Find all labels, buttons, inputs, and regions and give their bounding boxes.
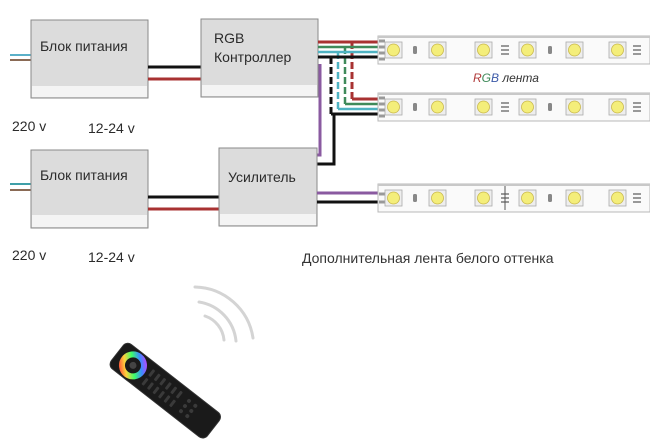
led-light xyxy=(568,43,581,57)
rgb-controller-label-line2: Контроллер xyxy=(214,49,292,65)
white-strip-caption: Дополнительная лента белого оттенка xyxy=(302,250,554,266)
dc-wires-1 xyxy=(148,65,201,81)
strip-pad xyxy=(379,96,385,100)
cut-pad xyxy=(501,110,509,112)
rgb-output-wires xyxy=(318,40,378,116)
power-supply-2-label: Блок питания xyxy=(40,167,128,183)
led-light xyxy=(477,191,490,205)
led-light xyxy=(477,43,490,57)
power-supply-2-input-voltage: 220 v xyxy=(12,247,47,263)
white-led-strip xyxy=(377,183,650,213)
resistor xyxy=(548,194,552,202)
power-supply-box-2 xyxy=(30,149,149,229)
led-light xyxy=(521,43,534,57)
rgb-controller-box xyxy=(200,18,319,98)
rgb-led-strip-2 xyxy=(377,92,650,122)
strip-body xyxy=(377,183,650,213)
cut-pad xyxy=(501,53,509,55)
cut-pad xyxy=(501,45,509,47)
rgb-strip-caption: RGB лента xyxy=(473,71,539,85)
led-light xyxy=(387,191,400,205)
led-light xyxy=(521,191,534,205)
cut-pad xyxy=(633,193,641,195)
led-light xyxy=(477,100,490,114)
dc-wires-2 xyxy=(148,195,219,211)
mains-wires-1 xyxy=(10,54,32,61)
mains-wires-2 xyxy=(10,183,32,191)
led-light xyxy=(431,100,444,114)
white-strip-wires xyxy=(317,191,380,204)
strip-pad xyxy=(379,114,385,118)
led-light xyxy=(431,43,444,57)
strip-pad xyxy=(379,200,385,204)
rgb-caption-g: G xyxy=(481,71,492,85)
strip-pad xyxy=(379,45,385,49)
led-light xyxy=(387,43,400,57)
cut-pad xyxy=(633,53,641,55)
resistor xyxy=(548,46,552,54)
cut-pad xyxy=(501,102,509,104)
power-supply-2-output-voltage: 12-24 v xyxy=(88,249,135,265)
cut-pad xyxy=(633,49,641,51)
cut-pad xyxy=(501,49,509,51)
strip-pad xyxy=(379,57,385,61)
cut-pad xyxy=(633,197,641,199)
resistor xyxy=(413,194,417,202)
led-light xyxy=(568,191,581,205)
rgb-led-strip-1 xyxy=(377,35,650,65)
power-supply-box-1 xyxy=(30,19,149,99)
amplifier-label: Усилитель xyxy=(228,169,296,185)
rgb-caption-r: R xyxy=(473,71,482,85)
led-light xyxy=(611,100,624,114)
strip-body xyxy=(377,35,650,65)
cut-pad xyxy=(633,106,641,108)
led-light xyxy=(521,100,534,114)
power-supply-1-label: Блок питания xyxy=(40,38,128,54)
cut-pad xyxy=(501,106,509,108)
cut-pad xyxy=(633,201,641,203)
rgb-caption-rest: лента xyxy=(499,71,539,85)
rgb-remote-control-icon xyxy=(109,342,221,439)
strip-pad xyxy=(379,108,385,112)
power-supply-1-output-voltage: 12-24 v xyxy=(88,120,135,136)
strip-pad xyxy=(379,51,385,55)
resistor xyxy=(413,103,417,111)
wireless-signal-icon xyxy=(193,285,255,343)
cut-pad xyxy=(633,110,641,112)
led-light xyxy=(387,100,400,114)
cut-pad xyxy=(633,102,641,104)
strip-pad xyxy=(379,192,385,196)
led-light xyxy=(431,191,444,205)
led-light xyxy=(611,43,624,57)
rgb-caption-b: B xyxy=(491,71,500,85)
power-supply-1-input-voltage: 220 v xyxy=(12,118,47,134)
cut-pad xyxy=(633,45,641,47)
strip-pad xyxy=(379,102,385,106)
strip-pad xyxy=(379,39,385,43)
led-light xyxy=(568,100,581,114)
resistor xyxy=(548,103,552,111)
led-light xyxy=(611,191,624,205)
resistor xyxy=(413,46,417,54)
amplifier-box xyxy=(218,147,318,227)
rgb-controller-label-line1: RGB xyxy=(214,30,245,46)
